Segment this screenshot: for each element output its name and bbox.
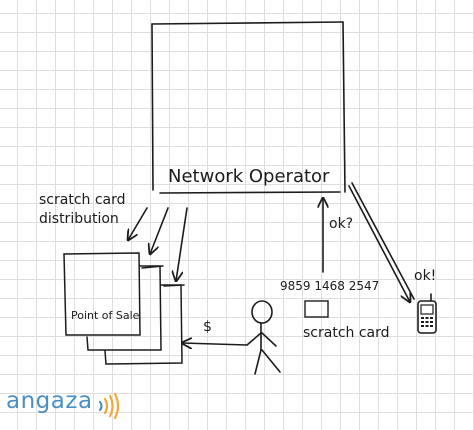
- distribution-arrow-2: [150, 207, 169, 254]
- point-of-sale-stack: [63, 252, 185, 365]
- payment-arrow: [182, 343, 248, 345]
- network-operator-box: [151, 21, 346, 194]
- confirmation-arrows: [348, 182, 415, 302]
- network-operator-label: Network Operator: [168, 166, 330, 187]
- angaza-logo: angaza: [6, 388, 126, 424]
- brand-name: angaza: [6, 388, 93, 414]
- scratch-card-number: 9859 1468 2547: [280, 279, 379, 293]
- distribution-label-line2: distribution: [39, 211, 119, 227]
- scratch-card-rect: [304, 300, 329, 318]
- ok-question-label: ok?: [329, 216, 353, 232]
- customer-figure: [246, 300, 281, 375]
- distribution-arrows: [128, 207, 188, 281]
- payment-dollar-label: $: [203, 319, 212, 335]
- ok-confirm-label: ok!: [414, 268, 436, 284]
- customer-head: [251, 300, 273, 324]
- brand-rays-icon: [98, 392, 120, 420]
- scratch-card-label: scratch card: [303, 325, 390, 341]
- distribution-arrow-3: [176, 207, 188, 281]
- distribution-arrow-1: [128, 207, 148, 240]
- pos-box-front: [63, 252, 141, 336]
- point-of-sale-label: Point of Sale: [71, 309, 140, 322]
- mobile-phone-icon: [417, 293, 437, 334]
- distribution-label-line1: scratch card: [39, 192, 126, 208]
